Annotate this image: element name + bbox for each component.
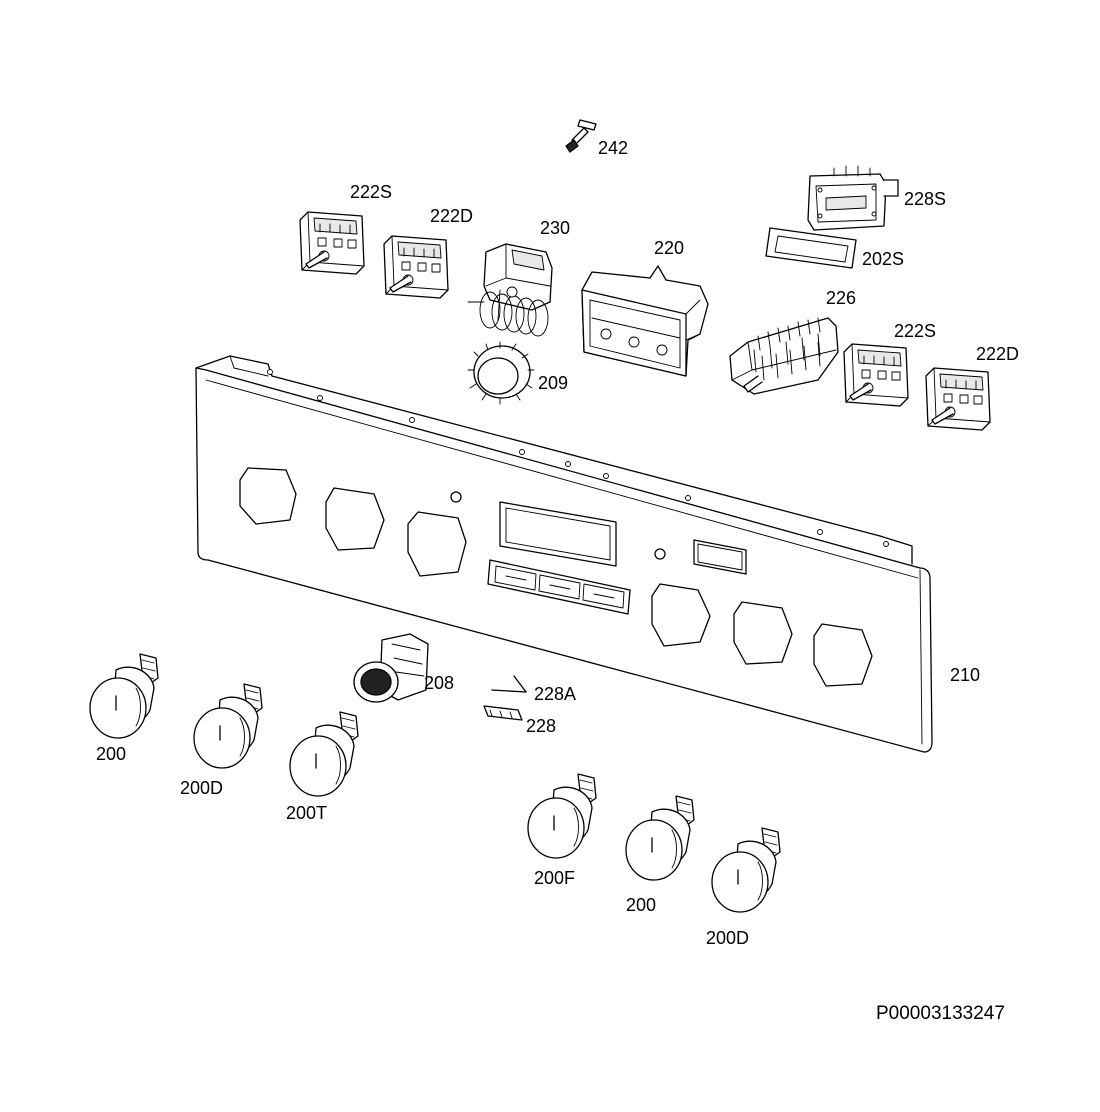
label-200D-b: 200D [706,928,749,948]
knob-200-a [89,653,159,739]
part-242-tube [565,119,597,153]
part-222S-switch-top [299,211,365,275]
part-226-selector-switch [729,317,839,395]
knob-200D-a [193,683,263,769]
label-228: 228 [526,716,556,736]
label-222S-right: 222S [894,321,936,341]
knob-200-b [625,795,695,881]
part-222D-switch-right [925,367,991,431]
label-209: 209 [538,373,568,393]
label-222D-right: 222D [976,344,1019,364]
part-209-ring [467,341,535,405]
part-228-clip [483,705,523,721]
label-200D-a: 200D [180,778,223,798]
knob-200T [289,711,359,797]
label-226: 226 [826,288,856,308]
part-208-lamp [353,633,429,703]
part-228S-module [807,165,899,231]
part-222D-switch-top [383,235,449,299]
label-200-a: 200 [96,744,126,764]
part-222S-switch-right [843,343,909,407]
part-220-display-module [581,265,709,377]
label-208: 208 [424,673,454,693]
label-228A: 228A [534,684,576,704]
label-200F: 200F [534,868,575,888]
label-220: 220 [654,238,684,258]
label-228S: 228S [904,189,946,209]
control-panel-210 [195,355,933,753]
knob-200D-b [711,827,781,913]
label-210: 210 [950,665,980,685]
label-222S-top: 222S [350,182,392,202]
part-230-thermostat [467,243,553,337]
part-228A-spring [491,675,527,693]
label-202S: 202S [862,249,904,269]
label-230: 230 [540,218,570,238]
label-200T: 200T [286,803,327,823]
label-222D-top: 222D [430,206,473,226]
part-202S-gasket [765,227,857,269]
label-200-b: 200 [626,895,656,915]
label-242: 242 [598,138,628,158]
document-id: P00003133247 [876,1003,1005,1024]
knob-200F [527,773,597,859]
